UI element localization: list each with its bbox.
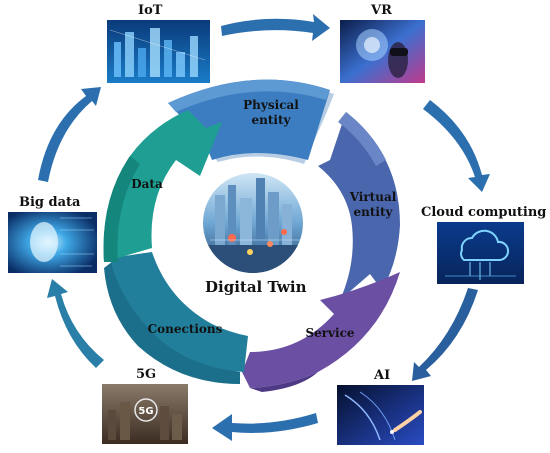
- outer-arrow-vr-to-cloud: [423, 100, 490, 192]
- iot-image: [107, 20, 210, 83]
- svg-text:5G: 5G: [138, 406, 153, 417]
- outer-arrow-cloud-to-ai: [412, 288, 478, 381]
- vr-image: [340, 20, 425, 83]
- 5g-image: 5G: [102, 384, 188, 444]
- segment-virtual-entity: [318, 112, 400, 300]
- center-title: Digital Twin: [205, 278, 307, 296]
- ai-label: AI: [374, 368, 391, 383]
- segment-physical-entity-label: Physical entity: [236, 98, 306, 128]
- outer-arrow-5g-to-bigdata: [47, 279, 104, 368]
- segment-virtual-entity-line1: Virtual: [349, 190, 397, 204]
- cloud-computing-image: [437, 222, 524, 284]
- segment-virtual-entity-line2: entity: [353, 205, 393, 219]
- segment-physical-entity-line1: Physical: [243, 98, 299, 112]
- big-data-image: [8, 212, 97, 273]
- segment-conections-label: Conections: [147, 322, 223, 336]
- segment-physical-entity-line2: entity: [251, 113, 291, 127]
- 5g-label: 5G: [136, 367, 157, 382]
- outer-arrow-iot-to-vr: [221, 14, 330, 41]
- cloud-computing-label: Cloud computing: [421, 205, 547, 220]
- iot-label: IoT: [138, 3, 163, 18]
- vr-label: VR: [371, 3, 392, 18]
- segment-conections: [104, 252, 248, 384]
- segment-data: [103, 110, 222, 262]
- outer-arrow-bigdata-to-iot: [38, 87, 101, 182]
- big-data-label: Big data: [19, 195, 81, 210]
- center-digital-twin-image: [199, 169, 307, 277]
- outer-arrow-ai-to-5g: [212, 413, 318, 441]
- segment-service-label: Service: [305, 326, 355, 340]
- ai-image: [337, 385, 424, 445]
- segment-service: [242, 272, 400, 392]
- segment-virtual-entity-label: Virtual entity: [343, 190, 403, 220]
- segment-data-label: Data: [131, 177, 163, 191]
